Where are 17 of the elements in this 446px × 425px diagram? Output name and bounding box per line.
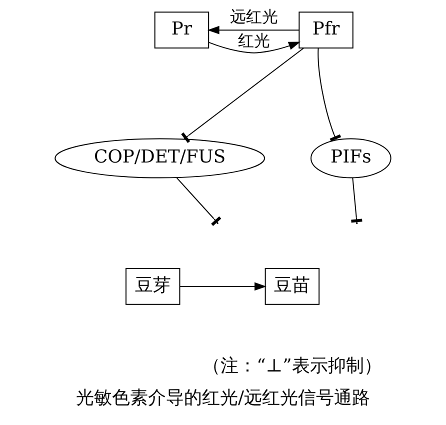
node-box: Pr	[154, 12, 210, 48]
node-box: Pfr	[298, 12, 354, 48]
connector	[318, 48, 342, 142]
connector	[176, 177, 222, 226]
node-ellipse: COP/DET/FUS	[54, 138, 266, 178]
arrow	[207, 26, 300, 34]
edge-label: 远红光	[230, 6, 278, 26]
arrow	[179, 282, 266, 291]
node-ellipse: PIFs	[310, 138, 392, 178]
edge-label: 红光	[238, 30, 270, 50]
connector	[181, 48, 304, 143]
node-box: 豆苗	[264, 268, 320, 305]
caption: 光敏色素介导的红光/远红光信号通路	[76, 387, 370, 408]
connector	[352, 177, 357, 218]
label: （注：“⊥”表示抑制）	[202, 355, 382, 376]
node-box: 豆芽	[126, 268, 180, 305]
arrow	[208, 42, 301, 54]
